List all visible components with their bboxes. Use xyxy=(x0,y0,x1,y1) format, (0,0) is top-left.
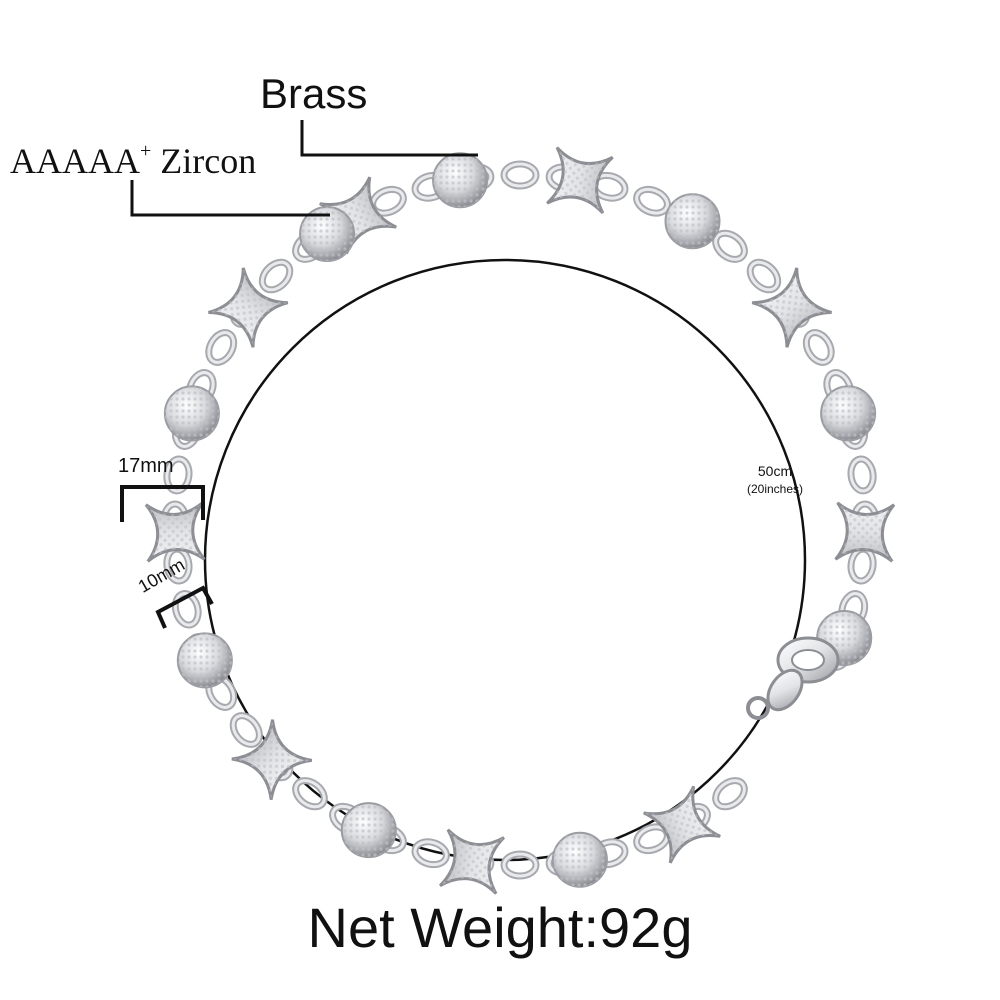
pave-ball-texture xyxy=(821,386,876,441)
star-charm-texture xyxy=(835,502,895,562)
chain-link xyxy=(502,852,538,878)
length-inches: (20inches) xyxy=(746,482,804,496)
star-charm-texture xyxy=(752,267,832,348)
pave-ball-texture xyxy=(164,386,219,441)
chain-link xyxy=(294,779,326,809)
star-charm-texture xyxy=(231,719,312,800)
lobster-clasp xyxy=(746,636,840,720)
star-charm-texture xyxy=(145,502,205,562)
chain-link xyxy=(849,457,875,493)
chain-link xyxy=(165,457,191,493)
chain-link xyxy=(260,260,292,292)
net-weight-label: Net Weight:92g xyxy=(307,896,693,959)
stone-grade-plus: + xyxy=(140,140,152,162)
chain-link xyxy=(804,331,833,364)
inner-diameter-circle xyxy=(203,258,807,862)
pave-ball-texture xyxy=(433,153,488,208)
star-charm-texture xyxy=(643,786,721,863)
star-width-bracket xyxy=(120,485,205,522)
pave-ball-texture xyxy=(300,206,355,261)
chain-link xyxy=(714,231,746,261)
star-width-label: 17mm xyxy=(118,455,174,477)
chain-link xyxy=(635,187,669,215)
length-cm: 50cm xyxy=(757,463,793,479)
ball-width-bracket xyxy=(155,585,214,629)
length-label: 50cm (20inches) xyxy=(720,462,830,498)
chain-link xyxy=(413,840,448,867)
chain-link xyxy=(207,331,236,364)
star-charm-texture xyxy=(440,829,504,894)
chain-link xyxy=(231,714,261,746)
stone-grade: AAAAA xyxy=(10,141,140,181)
bracelet-ornaments xyxy=(144,146,896,895)
zircon-callout-line xyxy=(130,180,330,217)
pave-ball-texture xyxy=(552,832,607,887)
pave-ball-texture xyxy=(665,194,720,249)
pave-ball-texture xyxy=(341,803,396,858)
chain-link xyxy=(748,260,780,292)
chain-link xyxy=(502,162,538,188)
star-charm-texture xyxy=(208,267,288,348)
chain-link xyxy=(714,779,746,809)
material-label: Brass xyxy=(260,70,368,117)
stone-name: Zircon xyxy=(160,141,257,181)
star-charm-texture xyxy=(319,177,397,254)
stone-label: AAAAA+ Zircon xyxy=(10,140,256,182)
pave-ball-texture xyxy=(177,633,232,688)
brass-callout-line xyxy=(300,120,478,157)
chain-link xyxy=(173,592,200,627)
star-charm-texture xyxy=(547,147,613,214)
